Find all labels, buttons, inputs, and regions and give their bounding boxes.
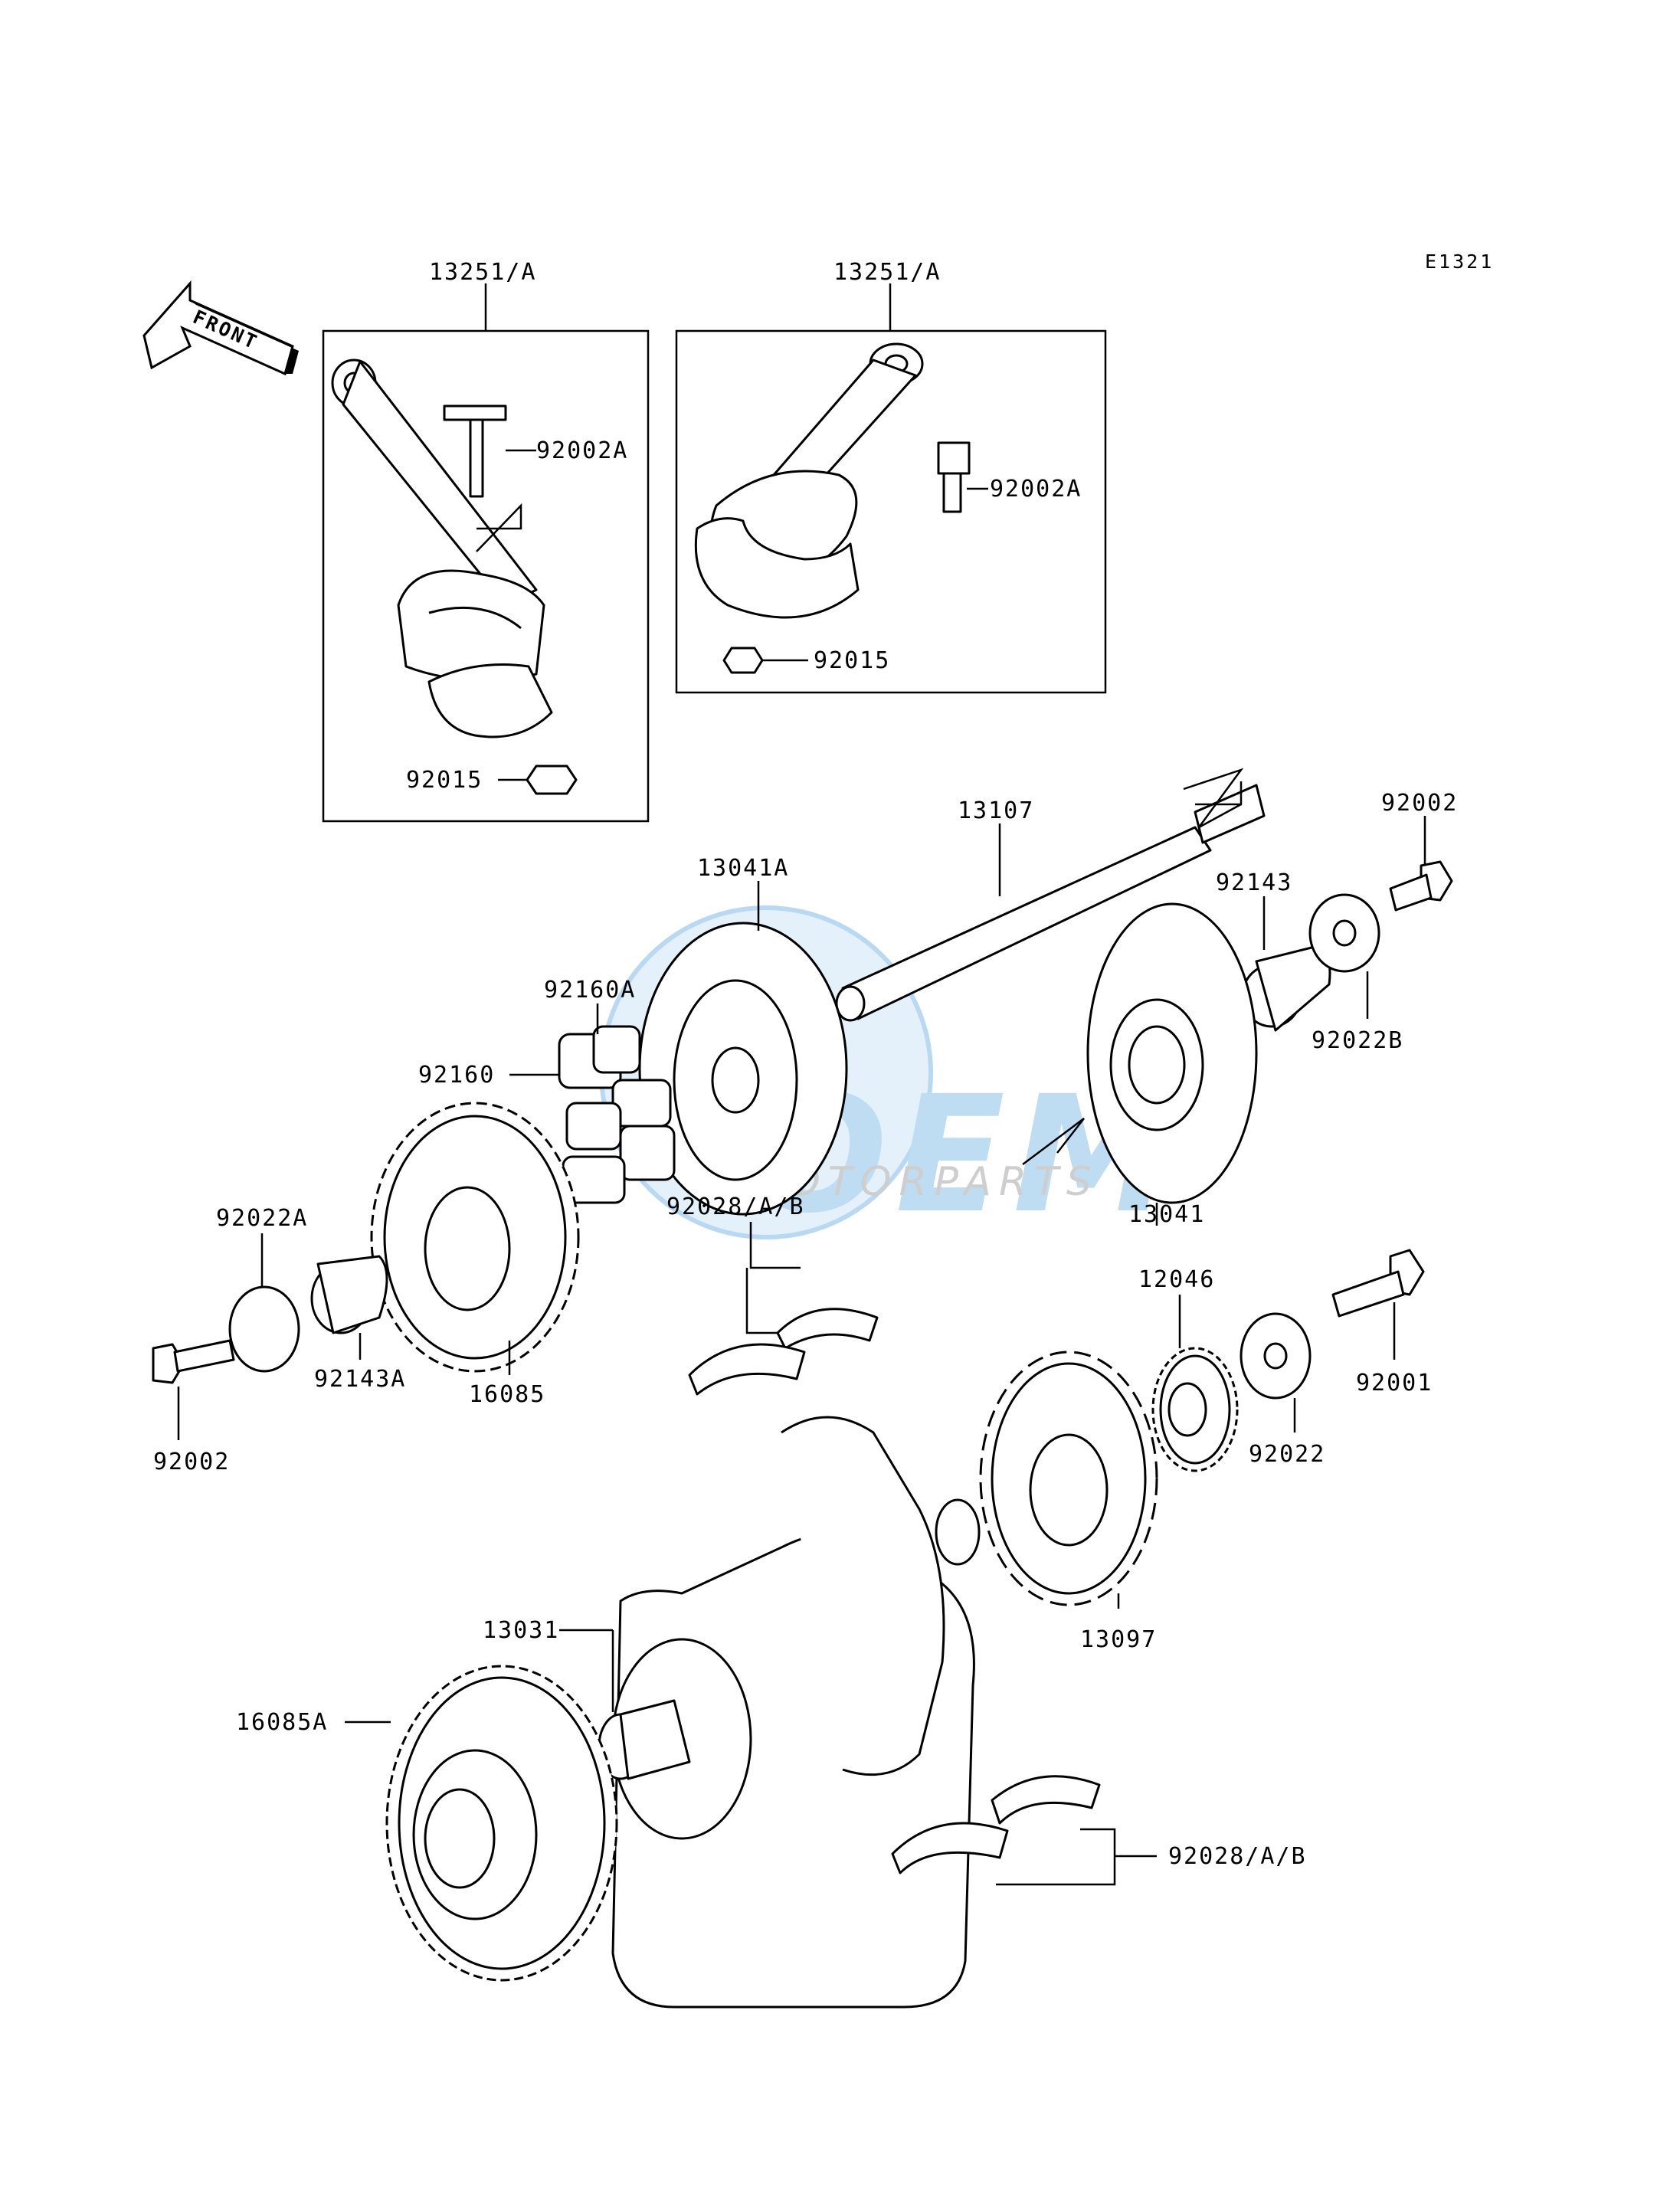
crankshaft	[598, 1416, 981, 2009]
damper-hub-a	[638, 881, 848, 1216]
label-rod-left: 13251/A	[429, 259, 536, 286]
label-hub-a: 13041A	[697, 855, 789, 882]
bolt-left	[443, 404, 507, 498]
rod-cap-left	[427, 663, 553, 738]
bearing-top: 92028/A/B	[666, 1193, 879, 1396]
connecting-rod-right-group: 13251/A 92002A 92015	[675, 259, 1107, 694]
bearing-bottom: 92028/A/B	[891, 1775, 1307, 1886]
label-damper: 92160	[418, 1062, 495, 1089]
label-hub: 13041	[1128, 1201, 1205, 1228]
label-washer-right: 92022B	[1312, 1027, 1403, 1054]
label-washer-left: 92022A	[216, 1205, 308, 1232]
label-bolt-right: 92002A	[990, 476, 1082, 503]
connecting-rod-right	[694, 342, 924, 619]
label-gear-large: 16085A	[236, 1709, 328, 1736]
diagram-code: E1321	[1425, 250, 1494, 273]
label-collar-right: 92143	[1216, 869, 1292, 896]
connecting-rod-left	[331, 359, 545, 682]
label-collar-left: 92143A	[314, 1366, 406, 1393]
label-gear-small: 12046	[1138, 1266, 1215, 1293]
balancer-shaft	[835, 768, 1266, 1022]
nut-right	[722, 647, 764, 674]
label-sprocket: 13097	[1080, 1626, 1157, 1653]
label-damper-a: 92160A	[544, 977, 636, 1004]
label-bearing-top: 92028/A/B	[666, 1193, 805, 1220]
label-rod-right: 13251/A	[833, 259, 941, 286]
label-washer-right-low: 92022	[1249, 1441, 1325, 1468]
gear-16085a	[345, 1665, 618, 1982]
damper-rubbers	[509, 1004, 676, 1204]
label-nut-right: 92015	[814, 647, 890, 674]
bolt-right	[937, 441, 971, 513]
bolt-right-low	[1331, 1249, 1425, 1360]
sprocket-13097	[979, 1351, 1158, 1609]
label-gear-left: 16085	[469, 1381, 545, 1408]
bolt-top-right	[1389, 816, 1453, 912]
label-nut-left: 92015	[406, 767, 483, 794]
label-bolt-left: 92002A	[536, 437, 628, 464]
washer-left	[228, 1233, 300, 1373]
connecting-rod-left-group: 13251/A 92002A 92015	[322, 259, 650, 823]
label-shaft: 13107	[958, 797, 1034, 824]
label-crankshaft: 13031	[483, 1617, 559, 1644]
front-arrow-icon: FRONT	[142, 280, 299, 376]
collar-left	[310, 1255, 388, 1360]
label-bolt-top-right: 92002	[1381, 790, 1458, 817]
label-bolt-right-low: 92001	[1356, 1370, 1433, 1396]
label-bearing-bottom: 92028/A/B	[1168, 1843, 1307, 1870]
gear-12046	[1151, 1295, 1239, 1472]
label-bolt-left-low: 92002	[153, 1449, 230, 1475]
gear-16085	[370, 1102, 580, 1375]
washer-right-low	[1240, 1312, 1312, 1432]
nut-left	[526, 765, 578, 795]
damper-hub	[1022, 902, 1258, 1226]
washer-right	[1308, 893, 1380, 1019]
bolt-left-low	[152, 1339, 235, 1440]
